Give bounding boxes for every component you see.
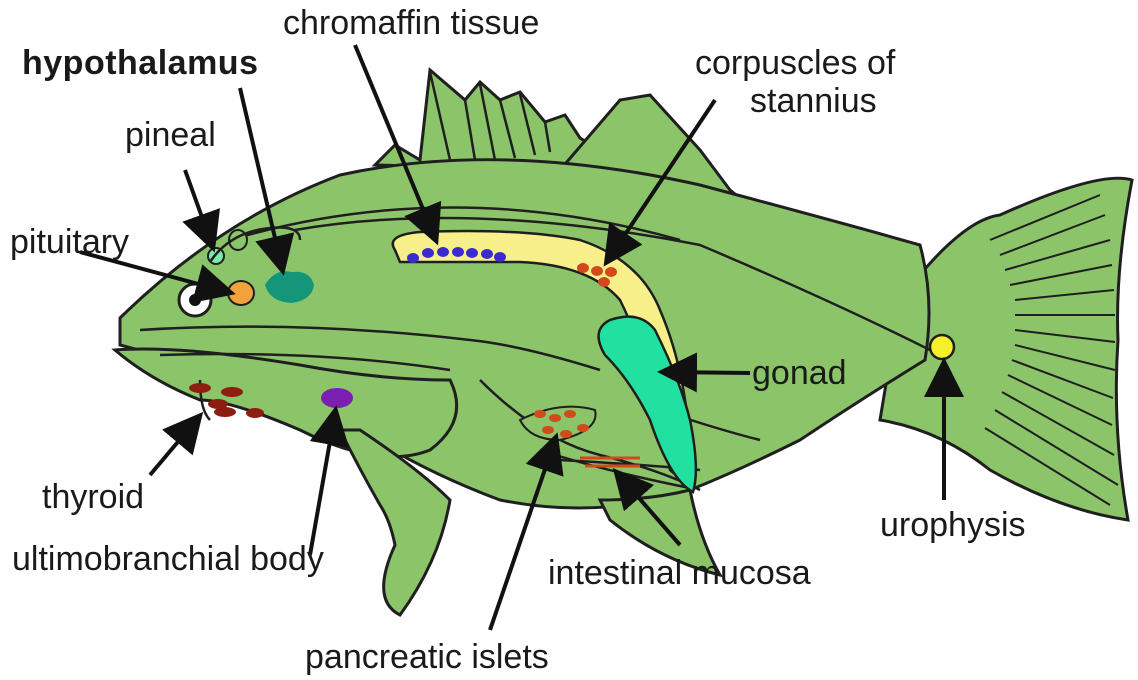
- label-gonad: gonad: [752, 356, 847, 390]
- label-thyroid: thyroid: [42, 480, 144, 514]
- label-intestinal-mucosa: intestinal mucosa: [548, 556, 811, 590]
- label-chromaffin-tissue: chromaffin tissue: [283, 6, 539, 40]
- label-hypothalamus: hypothalamus: [22, 46, 258, 80]
- pituitary-organ: [228, 281, 254, 305]
- label-corpuscles-line1: corpuscles of: [695, 46, 895, 80]
- label-ultimobranchial-body: ultimobranchial body: [12, 542, 324, 576]
- label-urophysis: urophysis: [880, 508, 1026, 542]
- eye-pupil: [189, 294, 201, 306]
- arrow-thyroid: [150, 418, 198, 475]
- label-pituitary: pituitary: [10, 225, 129, 259]
- arrow-gonad: [665, 372, 750, 373]
- urophysis-organ: [930, 335, 954, 359]
- label-corpuscles-line2: stannius: [750, 84, 877, 118]
- ultimobranchial-organ: [321, 388, 353, 408]
- arrow-pineal: [185, 170, 212, 245]
- label-pancreatic-islets: pancreatic islets: [305, 640, 549, 674]
- label-pineal: pineal: [125, 118, 216, 152]
